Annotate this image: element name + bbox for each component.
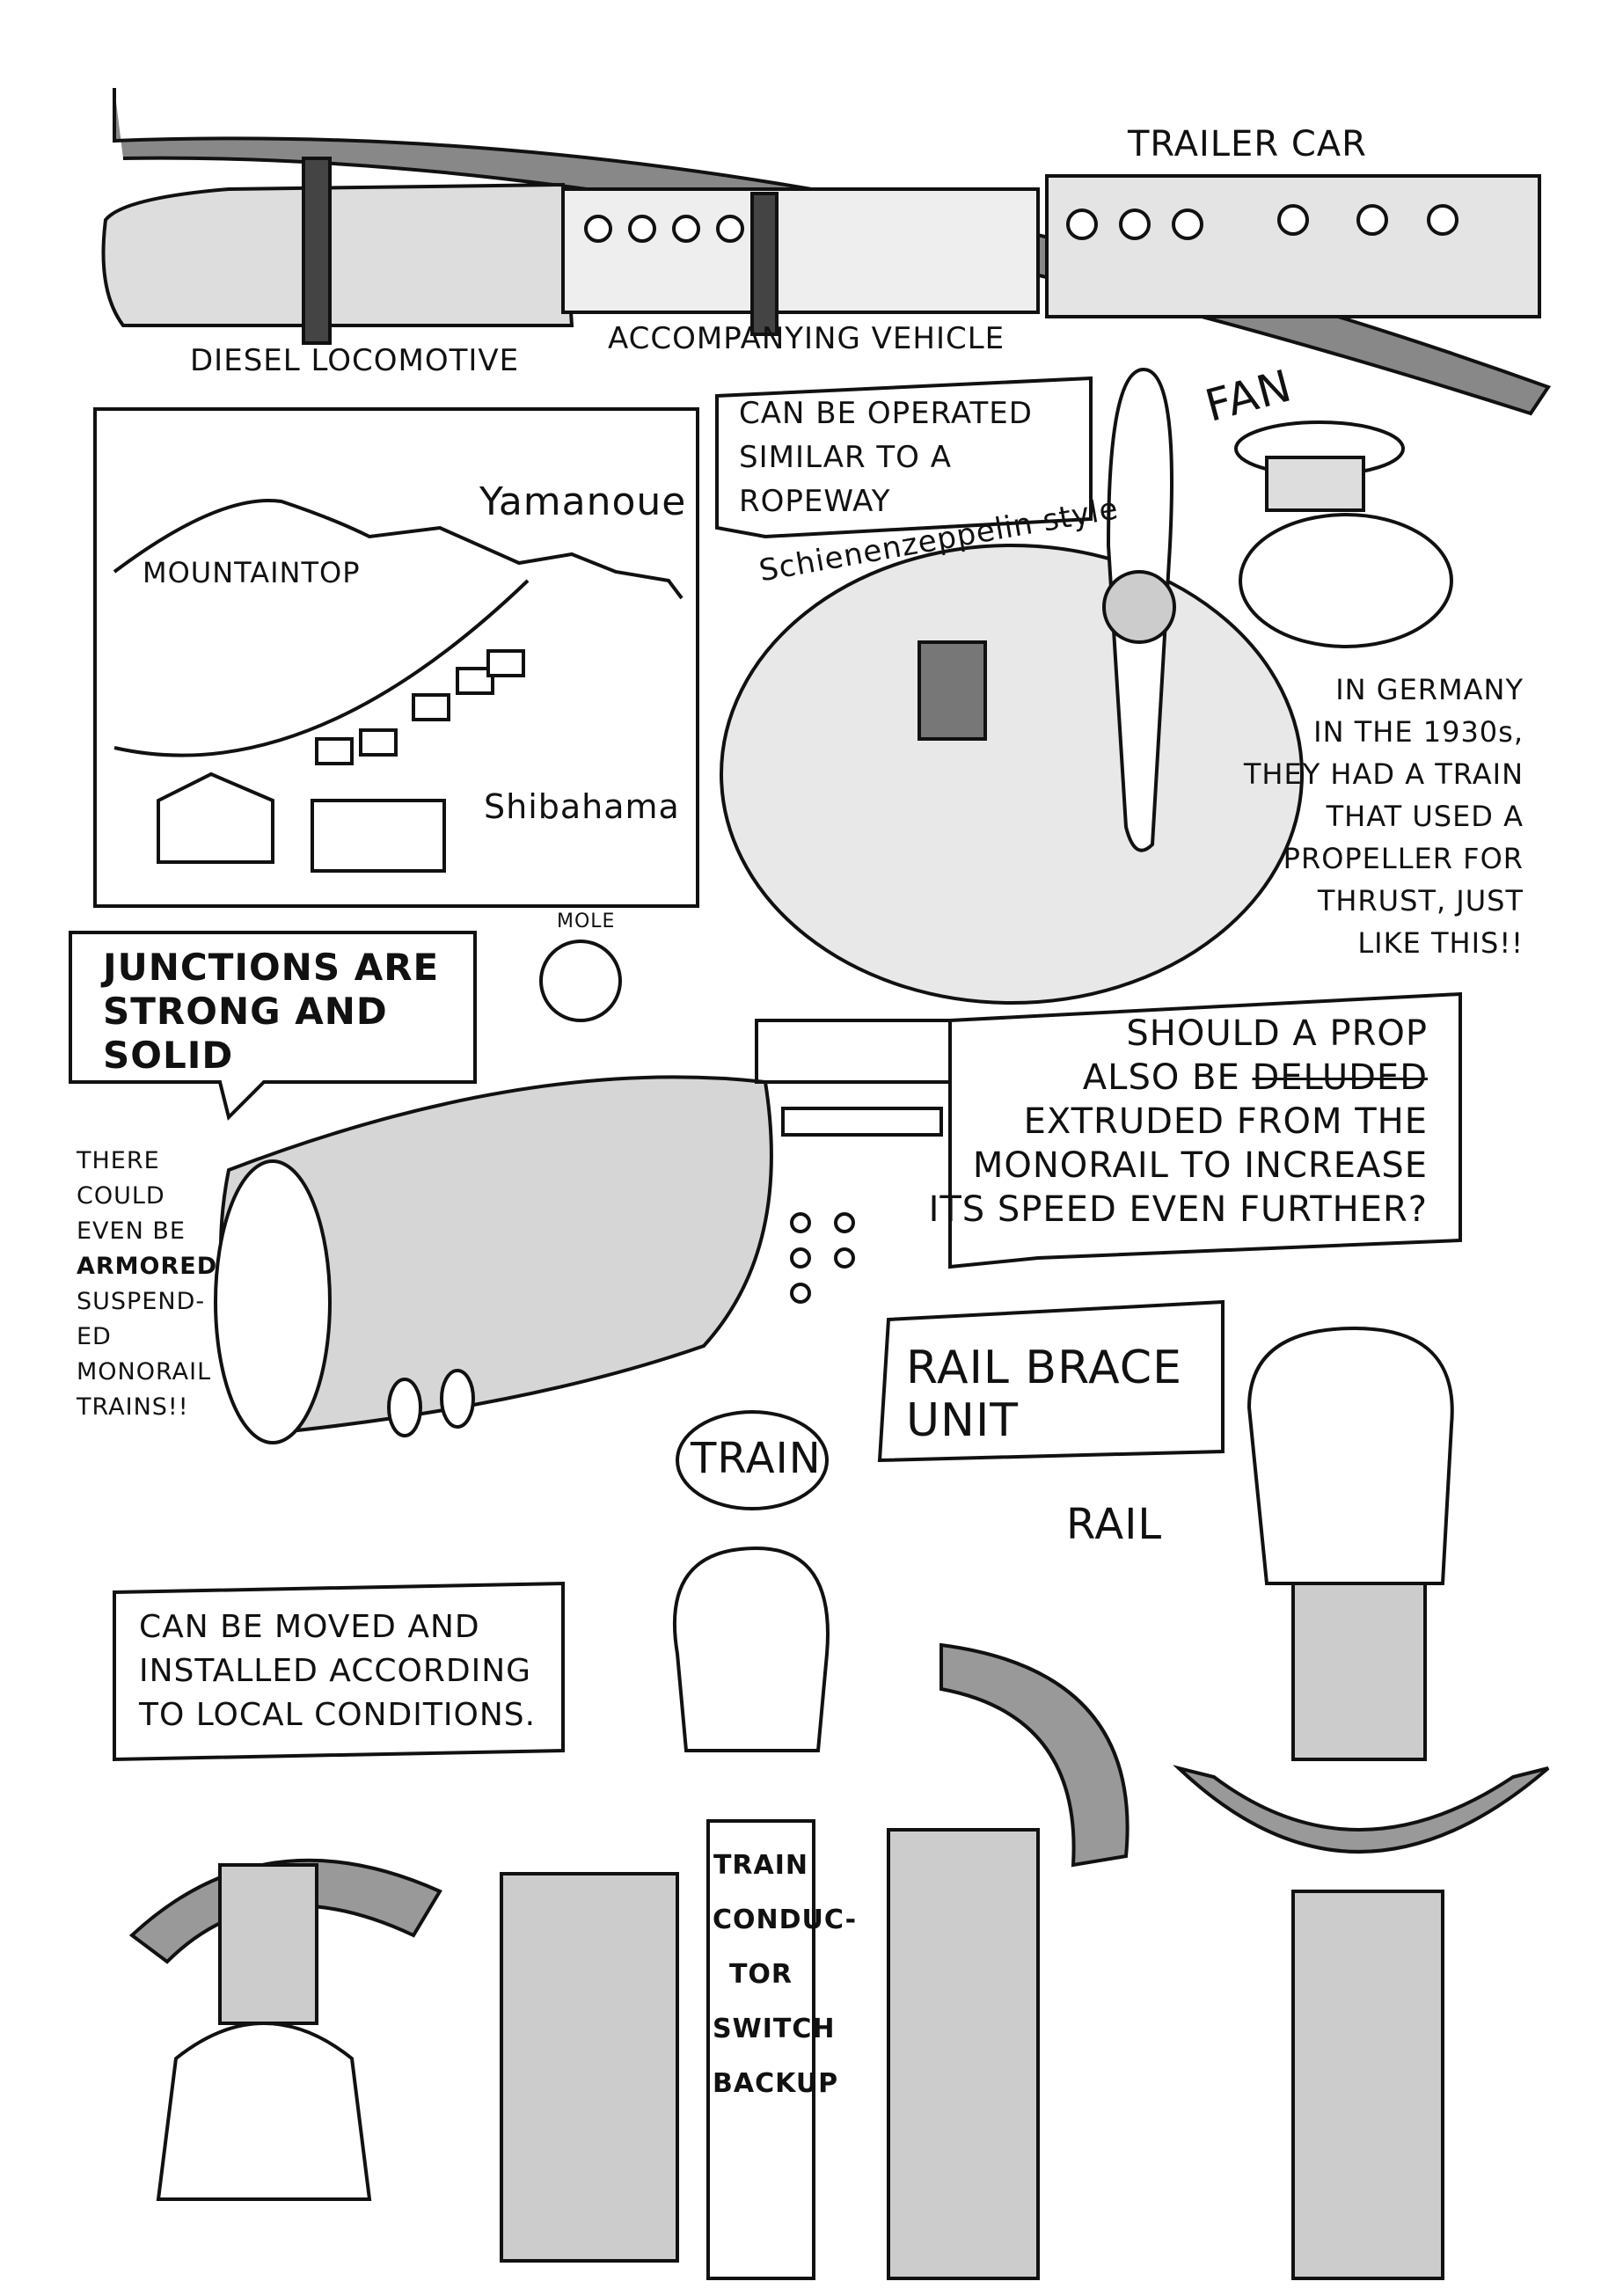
text-line: IN GERMANY bbox=[1335, 673, 1524, 706]
accompanying-vehicle-drawing bbox=[561, 187, 1040, 314]
text-line: SIMILAR TO A bbox=[739, 440, 952, 475]
house-drawing bbox=[157, 771, 274, 864]
label-shibahama: Shibahama bbox=[484, 787, 680, 826]
prop-bubble bbox=[948, 991, 1462, 1269]
text-line: ALSO BE DELUDED bbox=[929, 1056, 1428, 1100]
text-line: SWITCH bbox=[713, 2014, 836, 2044]
mole-drawing bbox=[539, 940, 622, 1022]
propeller-hub bbox=[1102, 570, 1176, 644]
background-structure bbox=[755, 1019, 952, 1304]
text-line: SHOULD A PROP bbox=[1126, 1013, 1428, 1054]
label-yamanoue: Yamanoue bbox=[479, 479, 687, 524]
text-line: COULD bbox=[77, 1182, 165, 1210]
label-train: TRAIN bbox=[691, 1434, 822, 1483]
moved-bubble-text: CAN BE MOVED AND INSTALLED ACCORDING TO … bbox=[139, 1605, 536, 1737]
diesel-locomotive-drawing bbox=[101, 182, 574, 327]
text-line: BACKUP bbox=[713, 2068, 839, 2099]
rail-brace-unit-center bbox=[672, 1546, 1130, 2280]
conductor-box bbox=[706, 1819, 815, 2280]
text-line: THEY HAD A TRAIN bbox=[1243, 757, 1524, 791]
text-line: LIKE THIS!! bbox=[1357, 926, 1524, 960]
junctions-bubble bbox=[69, 931, 477, 1121]
ropeway-cars bbox=[315, 649, 525, 765]
text-line: ROPEWAY bbox=[739, 484, 891, 519]
mountain-outline bbox=[113, 499, 684, 600]
hanger-2 bbox=[750, 192, 779, 336]
label-diesel-locomotive: DIESEL LOCOMOTIVE bbox=[190, 343, 520, 378]
text-line: THAT USED A bbox=[1326, 800, 1524, 833]
rail-band bbox=[113, 88, 1552, 416]
armored-caption: THERE COULD EVEN BE ARMORED SUSPEND- ED … bbox=[77, 1144, 217, 1425]
junctions-bubble-text: JUNCTIONS ARE STRONG AND SOLID bbox=[103, 946, 439, 1078]
text-line: EXTRUDED FROM THE bbox=[1023, 1101, 1428, 1142]
train-bubble bbox=[676, 1410, 829, 1510]
schienenzeppelin-drawing bbox=[720, 544, 1304, 1005]
label-rail: RAIL bbox=[1066, 1500, 1163, 1549]
building-drawing bbox=[311, 799, 446, 873]
label-mountaintop: MOUNTAINTOP bbox=[143, 556, 361, 589]
text-line: CAN BE MOVED AND bbox=[139, 1609, 480, 1645]
text-line: UNIT bbox=[906, 1394, 1020, 1447]
text-line: PROPELLER FOR bbox=[1283, 842, 1524, 875]
text-line: THRUST, JUST bbox=[1317, 884, 1524, 918]
windows-row-2 bbox=[1066, 204, 1459, 240]
text-line: TRAIN bbox=[713, 1850, 809, 1881]
text-line: JUNCTIONS ARE bbox=[103, 946, 440, 989]
hanger-1 bbox=[302, 157, 332, 345]
zeppelin-window bbox=[918, 640, 987, 741]
windows-row-1 bbox=[584, 215, 744, 243]
text-line: THERE bbox=[77, 1147, 160, 1174]
text-line: IN THE 1930s, bbox=[1313, 715, 1524, 749]
rail-brace-bubble-text: RAIL BRACE UNIT bbox=[906, 1342, 1182, 1447]
ropeway-cable bbox=[113, 579, 530, 757]
text-line: TO LOCAL CONDITIONS. bbox=[139, 1697, 537, 1733]
ropeway-panel bbox=[93, 407, 699, 908]
text-line: SOLID bbox=[103, 1034, 234, 1077]
germany-caption: IN GERMANY IN THE 1930s, THEY HAD A TRAI… bbox=[1244, 669, 1524, 964]
text-line: CAN BE OPERATED bbox=[739, 396, 1033, 431]
rail-brace-unit-right bbox=[1173, 1326, 1550, 2280]
struck-word: DELUDED bbox=[1252, 1057, 1428, 1098]
text-line: TRAINS!! bbox=[77, 1393, 189, 1421]
text-line: MONORAIL TO INCREASE bbox=[972, 1145, 1428, 1186]
trailer-car-drawing bbox=[1045, 174, 1541, 318]
moved-bubble bbox=[113, 1581, 565, 1762]
text-fragment: ALSO BE bbox=[1082, 1057, 1253, 1098]
label-trailer-car: TRAILER CAR bbox=[1128, 124, 1367, 165]
text-line: CONDUC- bbox=[713, 1905, 858, 1935]
prop-bubble-text: SHOULD A PROP ALSO BE DELUDED EXTRUDED F… bbox=[929, 1012, 1428, 1232]
label-mole: MOLE bbox=[557, 910, 616, 932]
ropeway-bubble-text: CAN BE OPERATED SIMILAR TO A ROPEWAY bbox=[739, 391, 1033, 523]
conductor-box-text: TRAIN CONDUC- TOR SWITCH BACKUP bbox=[713, 1839, 858, 2111]
text-line: INSTALLED ACCORDING bbox=[139, 1653, 532, 1689]
text-line: ARMORED bbox=[77, 1253, 218, 1280]
text-line: ED bbox=[77, 1323, 112, 1350]
rail-brace-bubble bbox=[877, 1299, 1225, 1463]
text-line: TOR bbox=[728, 1959, 793, 1990]
text-line: SUSPEND- bbox=[77, 1288, 206, 1315]
ropeway-bubble bbox=[715, 376, 1093, 539]
text-line: MONORAIL bbox=[77, 1358, 212, 1386]
text-line: RAIL BRACE bbox=[906, 1342, 1182, 1394]
label-accompanying-vehicle: ACCOMPANYING VEHICLE bbox=[608, 321, 1005, 356]
text-line: ITS SPEED EVEN FURTHER? bbox=[928, 1189, 1428, 1230]
text-line: EVEN BE bbox=[77, 1217, 186, 1245]
text-line: STRONG AND bbox=[103, 990, 388, 1033]
rail-brace-unit-left bbox=[128, 1858, 679, 2263]
